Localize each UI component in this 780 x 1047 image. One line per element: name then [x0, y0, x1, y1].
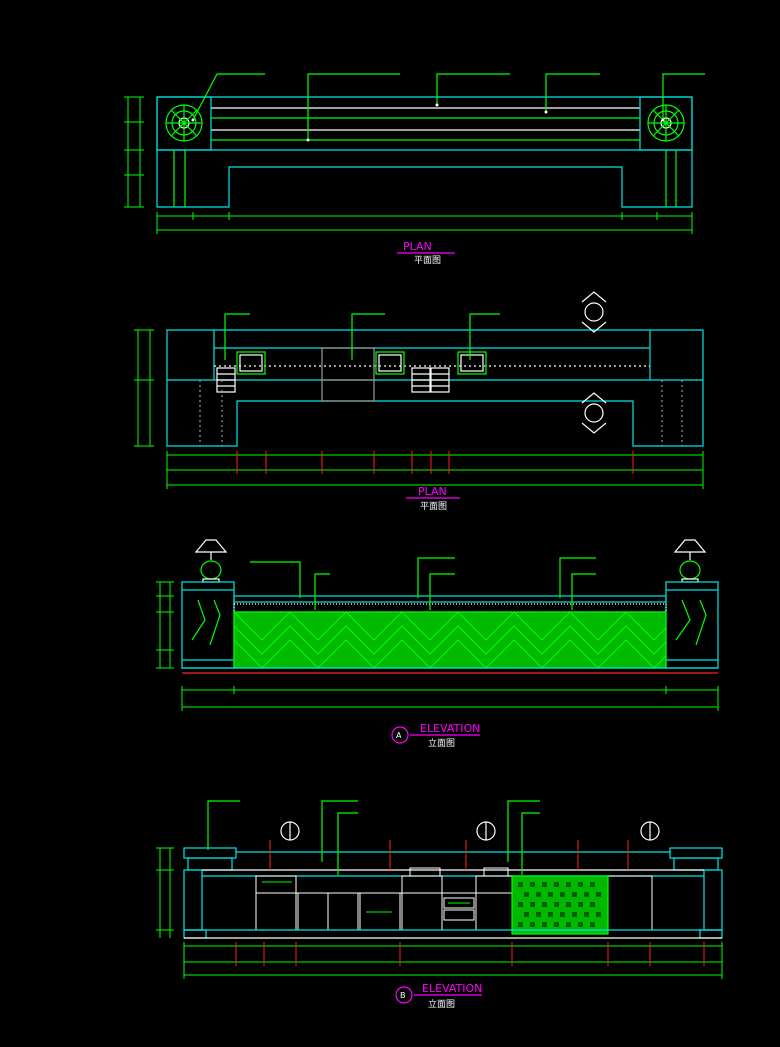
plan1-subtitle: 平面图 — [414, 255, 441, 266]
elev-a-chevron-pattern — [233, 611, 667, 669]
plan2-title: PLAN — [418, 485, 447, 498]
plan2-end-dashes — [199, 380, 683, 446]
plan2-equipment — [460, 354, 484, 372]
plan2-dim-ticks — [236, 451, 634, 474]
elev-b-title: ELEVATION — [422, 982, 482, 995]
elev-a-tag: A — [396, 731, 402, 740]
elev-b-dimensions — [156, 847, 723, 979]
plan-view-1 — [124, 73, 705, 254]
plan1-dimensions — [124, 96, 693, 234]
elev-b-section-markers — [280, 821, 660, 841]
plan2-drawer-stacks — [216, 367, 450, 393]
plan1-rosette-right — [647, 104, 685, 142]
elev-b-texts: B ELEVATION 立面图 — [400, 982, 482, 1010]
elev-b-end-left — [183, 847, 237, 939]
elev-b-end-right — [669, 847, 723, 939]
plan2-texts: PLAN 平面图 — [418, 485, 447, 512]
plan2-equipment — [239, 354, 263, 372]
plan2-section-marker-top — [581, 291, 607, 333]
elev-b-red-marks — [269, 840, 629, 870]
elev-b-dim-ticks — [235, 942, 705, 966]
plan2-dimensions — [134, 329, 704, 489]
elevation-b — [156, 800, 723, 1004]
plan2-sink-box — [321, 347, 375, 402]
elev-a-texts: A ELEVATION 立面图 — [396, 722, 480, 749]
plan2-equipment — [236, 351, 266, 375]
elev-a-lamp-left — [194, 539, 228, 583]
elev-a-subtitle: 立面图 — [428, 737, 455, 749]
plan1-rosette-left — [165, 104, 203, 142]
plan2-equipment — [375, 351, 405, 375]
elev-b-subtitle: 立面图 — [428, 998, 455, 1010]
elev-a-chevron-panel — [233, 611, 667, 669]
elev-a-lamp-right — [673, 539, 707, 583]
plan2-leaders — [224, 313, 500, 360]
plan1-leader-dots — [191, 103, 665, 142]
plan2-subtitle: 平面图 — [420, 501, 447, 512]
elevation-a — [156, 539, 719, 744]
plan1-leaders — [192, 73, 705, 140]
elev-a-leaders — [250, 557, 596, 610]
plan1-title: PLAN — [403, 240, 432, 253]
elev-b-perforation-pattern — [518, 882, 601, 927]
plan1-counter-outline — [156, 96, 693, 208]
elev-b-leaders — [207, 800, 540, 875]
elev-a-dimensions — [156, 581, 719, 711]
elev-a-title: ELEVATION — [420, 722, 480, 735]
elev-a-counter-band — [233, 603, 667, 613]
elev-b-tag-circle — [395, 986, 413, 1004]
plan1-texts: PLAN 平面图 — [403, 240, 441, 266]
elev-a-tag-circle — [391, 726, 409, 744]
plan-view-2 — [134, 291, 704, 499]
elev-a-pedestal-left — [181, 581, 235, 669]
plan2-equipment — [378, 354, 402, 372]
elev-a-pedestal-right — [665, 581, 719, 669]
elev-a-counter-top — [233, 595, 667, 603]
elev-b-tag: B — [400, 991, 406, 1000]
plan2-equipment — [457, 351, 487, 375]
plan2-section-marker-bottom — [581, 392, 607, 434]
elev-b-green-trims — [262, 881, 470, 913]
plan1-end-box-left — [156, 96, 212, 151]
plan2-counter-outline — [166, 329, 704, 447]
